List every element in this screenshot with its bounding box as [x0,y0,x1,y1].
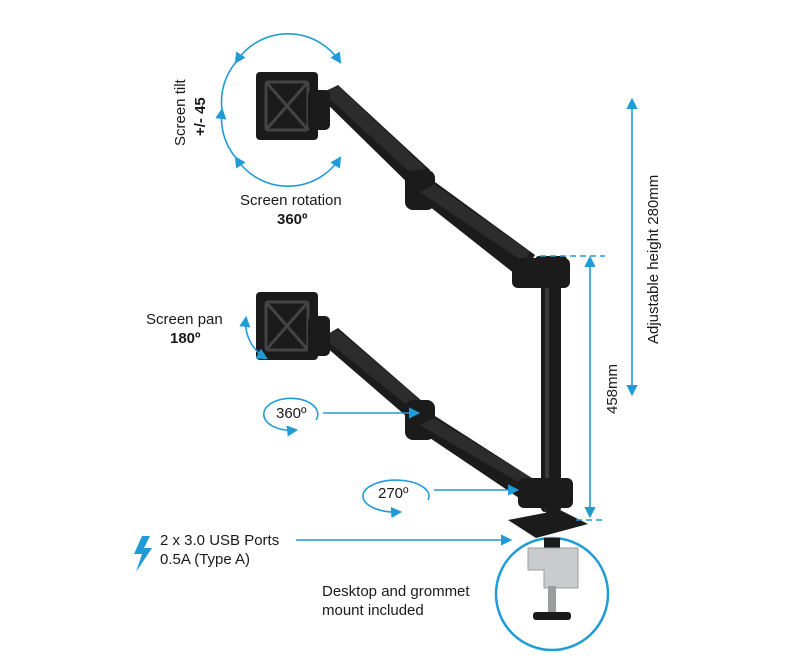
upper-arm [318,85,570,288]
desk-base [508,506,588,538]
base-joint-rotation [362,479,520,519]
clamp-detail [494,536,610,652]
tilt-rotation-arrows [215,33,342,187]
lightning-bolt-icon [134,536,152,572]
pole-dimension [540,255,605,521]
usb-label-line1: 2 x 3.0 USB Ports [160,532,280,549]
arm-joint-label: 360º [276,405,307,422]
usb-label-line2: 0.5A (Type A) [160,551,251,568]
pan-value: 180º [170,330,201,347]
mount-label-line1: Desktop and grommet [322,583,470,600]
arm-joint-rotation [262,397,421,437]
rotation-label: Screen rotation [240,192,342,210]
lower-vesa-plate [256,292,330,360]
lower-arm [318,328,573,508]
height-adjust-label: Adjustable height 280mm [645,174,662,344]
pan-title: Screen pan [146,311,223,328]
base-joint-label: 270º [378,485,409,502]
tilt-title: Screen tilt [172,79,189,146]
tilt-label: Screen tilt [172,79,190,146]
pole-height-label: 458mm [604,363,621,414]
rotation-title: Screen rotation [240,192,342,209]
rotation-value: 360º [277,211,308,228]
pole [535,256,567,512]
pan-arrow [239,315,268,360]
upper-vesa-plate [256,72,330,140]
pan-label: Screen pan [146,311,223,329]
tilt-value: +/- 45 [192,97,209,136]
mount-label-line2: mount included [322,602,424,619]
